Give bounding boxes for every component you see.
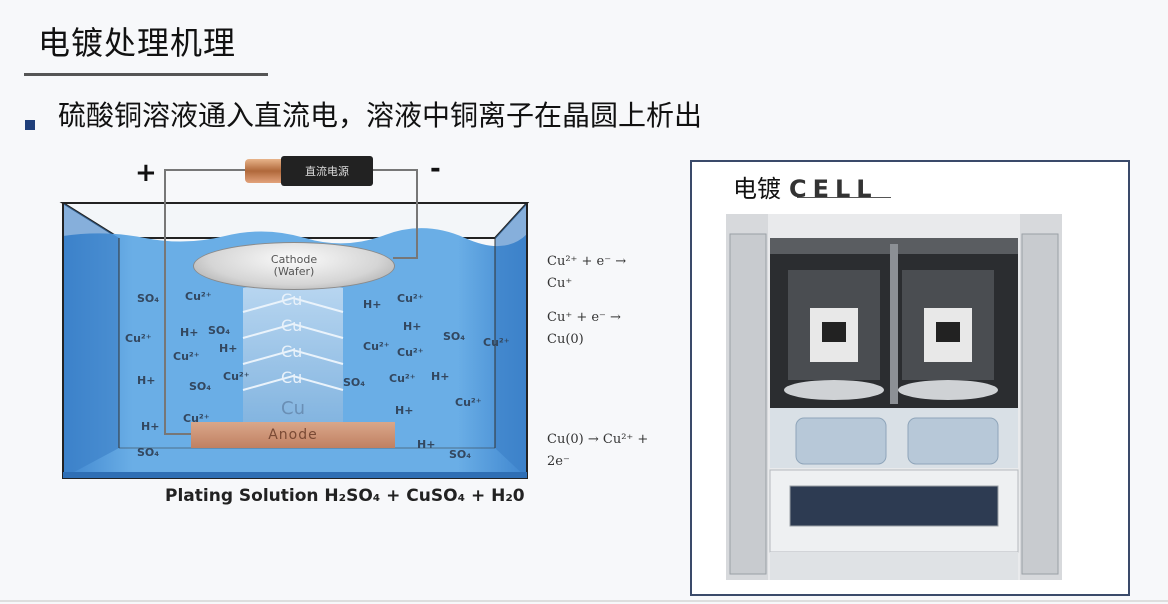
cathode-wafer: Cathode (Wafer) [193, 242, 395, 290]
battery: 直流电源 [245, 156, 373, 186]
wafer-label: (Wafer) [273, 265, 315, 278]
cu-label-5: Cu [281, 398, 305, 419]
plus-terminal: + [135, 158, 157, 188]
ion-label: H+ [219, 342, 238, 355]
ion-label: Cu²⁺ [173, 350, 200, 363]
ion-label: Cu²⁺ [363, 340, 390, 353]
ion-label: SO₄ [137, 292, 160, 305]
battery-label: 直流电源 [281, 156, 373, 186]
equation-line: Cu²⁺ + e⁻ → [547, 254, 627, 269]
battery-copper-cap [245, 159, 283, 183]
ion-label: SO₄ [189, 380, 212, 393]
ion-label: Cu²⁺ [397, 292, 424, 305]
ion-label: H+ [403, 320, 422, 333]
equation-line: 2e⁻ [547, 454, 570, 469]
ion-label: H+ [417, 438, 436, 451]
ion-label: SO₄ [449, 448, 472, 461]
equation-line: Cu⁺ + e⁻ → [547, 310, 621, 325]
plating-cell-photo [726, 214, 1062, 580]
cell-label-en: CELL [789, 175, 878, 203]
ion-label: H+ [180, 326, 199, 339]
ion-label: Cu²⁺ [483, 336, 510, 349]
ion-label: SO₄ [343, 376, 366, 389]
cell-photo-label: 电镀 CELL [733, 169, 878, 204]
ion-label: Cu²⁺ [125, 332, 152, 345]
bullet-text: 硫酸铜溶液通入直流电，溶液中铜离子在晶圆上析出 [58, 99, 703, 132]
cu-label-4: Cu [281, 368, 303, 387]
anode: Anode [191, 422, 395, 448]
ion-label: Cu²⁺ [185, 290, 212, 303]
bullet-marker [25, 120, 35, 130]
minus-terminal: - [430, 154, 441, 184]
title-underline [24, 73, 268, 76]
ion-label: H+ [363, 298, 382, 311]
ion-label: Cu²⁺ [183, 412, 210, 425]
slide-title: 电镀处理机理 [38, 24, 237, 62]
ion-label: Cu²⁺ [455, 396, 482, 409]
plating-diagram: + - 直流电源 Cathode (Wafer) Cu Cu Cu Cu Cu … [45, 150, 685, 520]
ion-label: Cu²⁺ [389, 372, 416, 385]
ion-label: H+ [431, 370, 450, 383]
ion-label: H+ [395, 404, 414, 417]
ion-label: Cu²⁺ [397, 346, 424, 359]
plating-tank-svg [59, 169, 530, 479]
bottom-divider [0, 600, 1168, 602]
cu-label-3: Cu [281, 342, 303, 361]
solution-caption: Plating Solution H₂SO₄ + CuSO₄ + H₂0 [165, 486, 525, 506]
cell-label-underline [797, 197, 891, 198]
ion-label: SO₄ [137, 446, 160, 459]
equation-line: Cu(0) [547, 332, 584, 347]
ion-label: H+ [141, 420, 160, 433]
equation-line: Cu⁺ [547, 276, 573, 291]
cell-label-cn: 电镀 [733, 175, 781, 203]
equation-line: Cu(0) → Cu²⁺ + [547, 432, 649, 447]
ion-label: H+ [137, 374, 156, 387]
cu-label-1: Cu [281, 290, 303, 309]
ion-label: SO₄ [443, 330, 466, 343]
cu-label-2: Cu [281, 316, 303, 335]
ion-label: SO₄ [208, 324, 231, 337]
cathode-label: Cathode [270, 253, 318, 266]
ion-label: Cu²⁺ [223, 370, 250, 383]
